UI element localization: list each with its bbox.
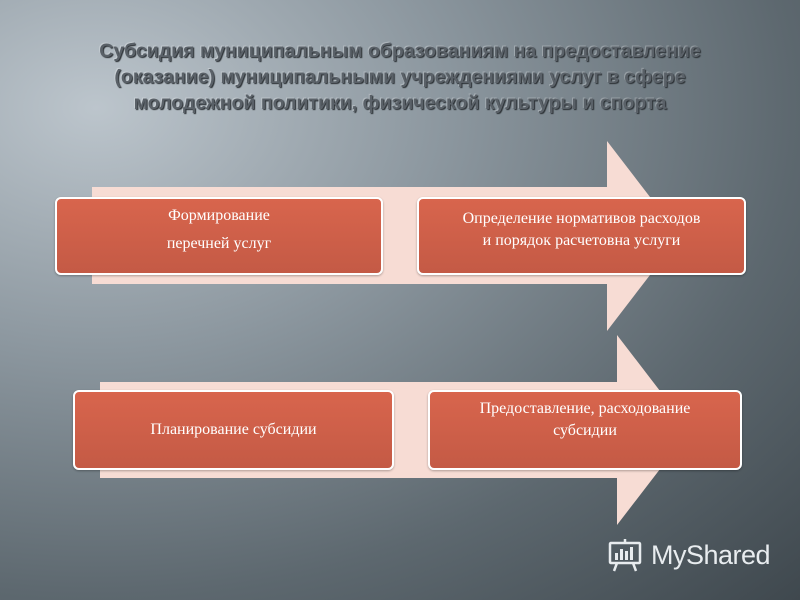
step-text-line: Планирование субсидии	[150, 421, 317, 438]
step-text-line: Предоставление, расходование	[479, 400, 691, 417]
presentation-board-icon	[608, 539, 642, 572]
step-text-line: Формирование	[168, 207, 270, 224]
process-arrow-top	[92, 141, 680, 331]
watermark-text: MyShared	[651, 539, 771, 570]
step-text-line: субсидии	[553, 422, 617, 439]
step-plan-subsidy: Планирование субсидии	[73, 390, 394, 470]
slide-title: Субсидия муниципальным образованиям на п…	[40, 38, 760, 116]
title-line: молодежной политики, физической культуры…	[133, 92, 667, 114]
step-define-cost-standards: Определение нормативов расходов и порядо…	[417, 197, 746, 275]
step-text-line: Определение нормативов расходов	[462, 210, 701, 227]
step-form-service-lists: Формирование перечней услуг	[55, 197, 383, 275]
process-arrow-bottom	[100, 335, 690, 525]
step-text-line: и порядок расчетовна услуги	[482, 232, 681, 249]
watermark-logo: MyShared	[607, 535, 771, 575]
step-text-line: перечней услуг	[166, 235, 272, 252]
title-line: (оказание) муниципальными учреждениями у…	[114, 66, 686, 88]
title-line: Субсидия муниципальным образованиям на п…	[99, 40, 701, 62]
step-provide-spend-subsidy: Предоставление, расходование субсидии	[428, 390, 742, 470]
